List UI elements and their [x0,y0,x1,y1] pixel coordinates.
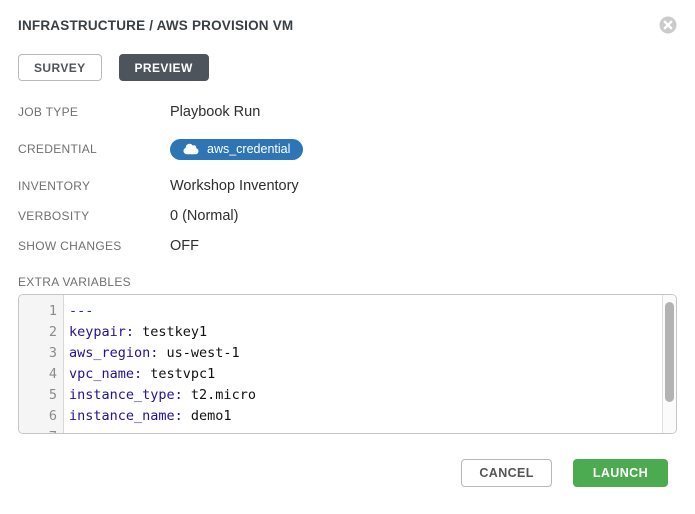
job-type-label: JOB TYPE [18,105,79,119]
yaml-doc-start: --- [69,303,94,319]
credential-label: CREDENTIAL [18,142,98,156]
line-number: 5 [48,387,57,403]
verbosity-value: 0 (Normal) [170,208,239,224]
times-circle-icon [659,16,677,37]
verbosity-label: VERBOSITY [18,209,90,223]
yaml-key: instance_name: [69,408,183,424]
yaml-key: aws_region: [69,345,159,361]
detail-row-inventory: INVENTORY Workshop Inventory [18,171,677,201]
code-line: aws_region: us-west-1 [69,343,662,364]
line-number: 2 [48,324,57,340]
code-line: instance_name: demo1 [69,406,662,427]
line-number: 7 [19,427,63,433]
yaml-key: keypair: [69,324,135,340]
close-button[interactable] [659,16,677,34]
modal-footer: CANCEL LAUNCH [18,459,677,487]
code-line [69,427,662,433]
line-number: 1 [48,303,57,319]
page-title: INFRASTRUCTURE / AWS PROVISION VM [18,18,294,33]
extra-variables-label: EXTRA VARIABLES [18,275,131,289]
extra-variables-editor: 1 2 3 4 5 6 7 --- keypair: testkey1 aws_… [18,294,677,434]
credential-badge[interactable]: aws_credential [170,138,304,160]
yaml-value: testvpc1 [142,366,216,382]
detail-row-show-changes: SHOW CHANGES OFF [18,231,677,261]
yaml-key: vpc_name: [69,366,143,382]
cancel-button[interactable]: CANCEL [461,459,552,487]
editor-scrollbar-thumb[interactable] [665,302,674,402]
yaml-value: t2.micro [182,387,256,403]
yaml-key: instance_type: [69,387,183,403]
job-details: JOB TYPE Playbook Run CREDENTIAL aws_cre… [18,97,677,261]
editor-code-area[interactable]: --- keypair: testkey1 aws_region: us-wes… [64,295,662,433]
show-changes-label: SHOW CHANGES [18,239,122,253]
launch-button[interactable]: LAUNCH [572,459,668,487]
line-number: 3 [48,345,57,361]
editor-scrollbar-track[interactable] [662,295,676,433]
editor-line-number-gutter: 1 2 3 4 5 6 7 [19,295,64,433]
job-type-value: Playbook Run [170,104,261,120]
inventory-label: INVENTORY [18,179,91,193]
code-line: keypair: testkey1 [69,322,662,343]
tab-preview[interactable]: PREVIEW [118,54,209,81]
modal-header: INFRASTRUCTURE / AWS PROVISION VM [18,16,677,34]
inventory-value: Workshop Inventory [170,178,299,194]
detail-row-verbosity: VERBOSITY 0 (Normal) [18,201,677,231]
line-number: 4 [48,366,57,382]
yaml-value: demo1 [182,408,232,424]
line-number: 6 [48,408,57,424]
code-line: instance_type: t2.micro [69,385,662,406]
code-line: --- [69,301,662,322]
code-line: vpc_name: testvpc1 [69,364,662,385]
credential-badge-label: aws_credential [207,142,291,156]
show-changes-value: OFF [170,238,199,254]
tab-survey[interactable]: SURVEY [18,54,102,81]
cloud-icon [183,143,199,155]
yaml-value: testkey1 [134,324,208,340]
detail-row-credential: CREDENTIAL aws_credential [18,127,677,171]
yaml-value: us-west-1 [158,345,240,361]
detail-row-job-type: JOB TYPE Playbook Run [18,97,677,127]
tab-bar: SURVEY PREVIEW [18,54,677,81]
